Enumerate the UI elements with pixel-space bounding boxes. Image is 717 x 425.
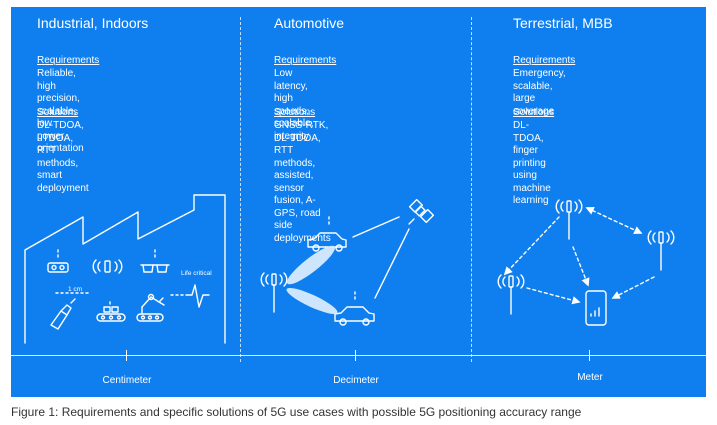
diagram-panel: Industrial, Indoors Requirements Reliabl… [11, 7, 706, 397]
requirements-label: Requirements [513, 55, 576, 66]
column-title: Automotive [274, 15, 345, 31]
requirements-text: Reliable, high precision, scalable, low … [37, 68, 84, 154]
column-divider [240, 17, 241, 362]
cell-tower-icon [260, 272, 288, 313]
link-line [352, 216, 410, 299]
car-icon [334, 291, 375, 326]
solutions-label: Solutions [37, 107, 79, 118]
hand-tool-icon [50, 298, 76, 330]
scale-label: 1 cm [68, 286, 82, 293]
cell-tower-icon [647, 230, 675, 271]
robot-arm-icon [136, 293, 165, 322]
car-icon [307, 216, 347, 252]
solutions-text: DL-TDOA, uTDOA, RTT methods, smart deplo… [37, 120, 89, 194]
axis-label-meter: Meter [577, 372, 603, 383]
column-title: Terrestrial, MBB [513, 15, 613, 31]
requirements-text: Low latency, high speeds, scalable, inte… [274, 68, 314, 142]
solutions-label: Solutions [274, 107, 316, 118]
cell-tower-icon [497, 274, 525, 315]
illustrations: 1 cm Life critical [24, 194, 675, 344]
axis-tick [126, 350, 127, 361]
requirements-label: Requirements [274, 55, 337, 66]
solutions-label: Solutions [513, 107, 555, 118]
positioning-arrows [503, 207, 655, 305]
factory-outline [24, 194, 226, 344]
conveyor-robot-icon [96, 301, 126, 322]
solutions-text: DL-TDOA, finger printing using machine l… [513, 120, 551, 206]
signal-beam [286, 287, 338, 315]
cell-tower-icon [555, 199, 583, 240]
requirements-text: Emergency, scalable, large coverage [513, 68, 566, 117]
life-critical-label: Life critical [181, 270, 212, 277]
figure-caption: Figure 1: Requirements and specific solu… [11, 405, 582, 419]
axis-label-centimeter: Centimeter [102, 375, 152, 386]
vr-headset-icon [47, 249, 69, 273]
column-divider [471, 17, 472, 362]
column-title: Industrial, Indoors [37, 15, 149, 31]
signal-device-icon [92, 259, 123, 274]
axis-tick [355, 350, 356, 361]
axis-label-decimeter: Decimeter [333, 375, 379, 386]
accuracy-axis [11, 355, 706, 356]
satellite-icon [408, 198, 435, 225]
solutions-text: GNSS-RTK, DL-TDOA, RTT methods, assisted… [274, 120, 331, 244]
requirements-label: Requirements [37, 55, 100, 66]
smartphone-icon [585, 290, 607, 326]
ar-glasses-icon [140, 249, 170, 273]
signal-beam [286, 245, 336, 285]
axis-tick [589, 350, 590, 361]
pulse-icon [170, 284, 210, 308]
